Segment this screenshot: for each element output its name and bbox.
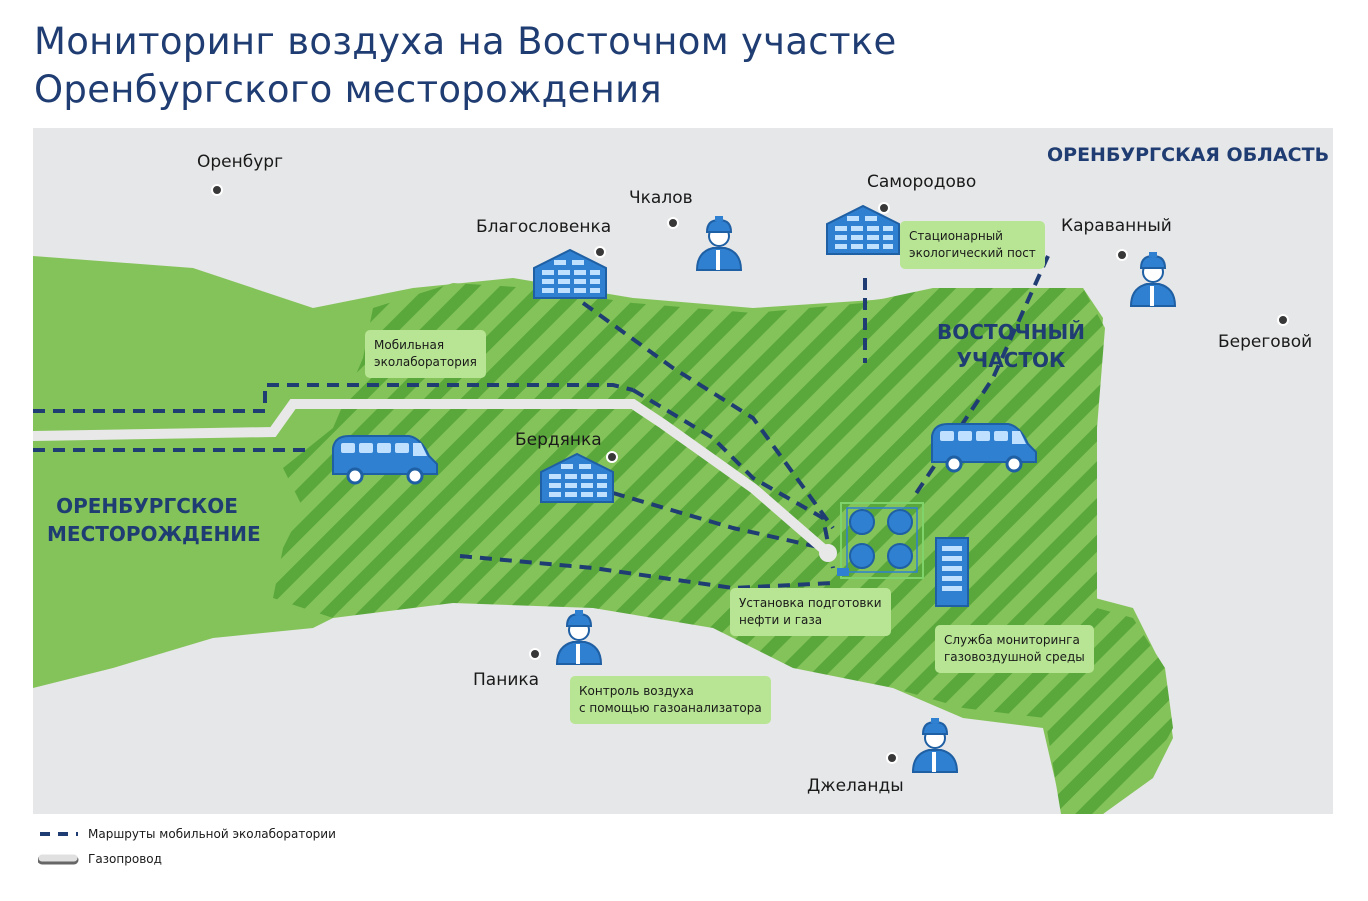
zone-eastern-section: ВОСТОЧНЫЙ УЧАСТОК <box>931 318 1091 374</box>
pipeline-legend-icon <box>38 854 79 865</box>
callout-gas-control: Контроль воздуха с помощью газоанализато… <box>570 676 771 724</box>
building-icon <box>533 249 607 299</box>
settlement-label: Оренбург <box>197 152 284 172</box>
worker-icon <box>556 609 602 665</box>
legend-routes-label: Маршруты мобильной эколаборатории <box>88 827 336 841</box>
title-line-2: Оренбургского месторождения <box>34 68 662 111</box>
route-legend-icon <box>40 832 78 836</box>
zone-east-line-2: УЧАСТОК <box>956 348 1066 372</box>
region-label: ОРЕНБУРГСКАЯ ОБЛАСТЬ <box>1047 144 1330 166</box>
title-line-1: Мониторинг воздуха на Восточном участке <box>34 20 897 63</box>
legend-routes: Маршруты мобильной эколаборатории <box>38 825 438 847</box>
worker-icon <box>696 215 742 271</box>
zone-field-line-1: ОРЕНБУРГСКОЕ <box>56 494 238 518</box>
page-title: Мониторинг воздуха на Восточном участке … <box>34 18 1334 114</box>
building-icon <box>826 205 900 255</box>
map[interactable]: ОРЕНБУРГСКАЯ ОБЛАСТЬ ОРЕНБУРГСКОЕ МЕСТОР… <box>33 128 1333 814</box>
settlement-label: Благословенка <box>476 217 612 237</box>
server-rack-icon <box>935 537 969 607</box>
settlement-label: Береговой <box>1218 332 1313 352</box>
settlement-label: Паника <box>473 670 540 690</box>
settlement-label: Караванный <box>1061 216 1172 236</box>
tanks-icon <box>837 502 924 579</box>
callout-station: Стационарный экологический пост <box>900 221 1045 269</box>
callout-mobile-lab: Мобильная эколаборатория <box>365 330 486 378</box>
zone-field-line-2: МЕСТОРОЖДЕНИЕ <box>47 522 261 546</box>
settlement-label: Бердянка <box>515 430 602 450</box>
zone-orenburg-field: ОРЕНБУРГСКОЕ МЕСТОРОЖДЕНИЕ <box>47 492 261 548</box>
pipeline-end <box>819 544 837 562</box>
legend-pipeline: Газопровод <box>38 850 438 872</box>
settlement-label: Джеланды <box>807 776 904 796</box>
worker-icon <box>1130 251 1176 307</box>
mobile-lab-routes <box>33 255 1050 591</box>
legend-pipeline-label: Газопровод <box>88 852 162 866</box>
callout-plant: Установка подготовки нефти и газа <box>730 588 891 636</box>
map-graphics <box>33 184 1289 814</box>
zone-east-line-1: ВОСТОЧНЫЙ <box>937 320 1085 344</box>
gas-pipeline <box>33 399 833 558</box>
settlement-label: Самородово <box>867 172 977 192</box>
settlement-dots <box>211 184 1289 764</box>
worker-icon <box>912 717 958 773</box>
callout-monitoring: Служба мониторинга газовоздушной среды <box>935 625 1094 673</box>
settlement-label: Чкалов <box>629 188 693 208</box>
